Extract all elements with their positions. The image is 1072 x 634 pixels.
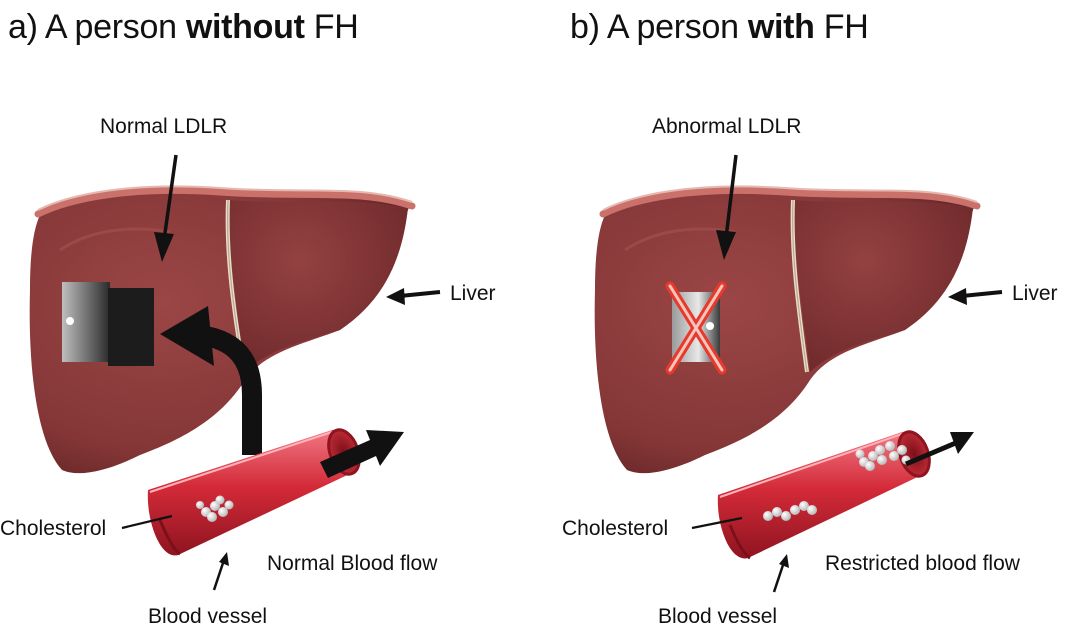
- panel-a-ldlr-receptor: [62, 282, 154, 366]
- panel-b-vessel-pointer-arrow: [774, 554, 789, 592]
- panel-a-vessel-label: Blood vessel: [148, 605, 267, 629]
- panel-b-liver-pointer-arrow: [948, 288, 1002, 305]
- panel-a-ldlr-label: Normal LDLR: [100, 115, 227, 139]
- panel-a-liver-pointer-arrow: [386, 288, 440, 305]
- panel-b-flow-label: Restricted blood flow: [825, 552, 1020, 576]
- panel-b-liver-label: Liver: [1012, 282, 1058, 306]
- panel-a-flow-label: Normal Blood flow: [267, 552, 437, 576]
- panel-b-liver: [595, 186, 977, 473]
- panel-a-cholesterol-label: Cholesterol: [0, 517, 106, 541]
- panel-b-vessel-label: Blood vessel: [658, 605, 777, 629]
- panel-a-liver-label: Liver: [450, 282, 496, 306]
- panel-b-ldlr-label: Abnormal LDLR: [652, 115, 801, 139]
- panel-a-vessel-pointer-arrow: [214, 552, 229, 590]
- panel-b-cholesterol-label: Cholesterol: [562, 517, 668, 541]
